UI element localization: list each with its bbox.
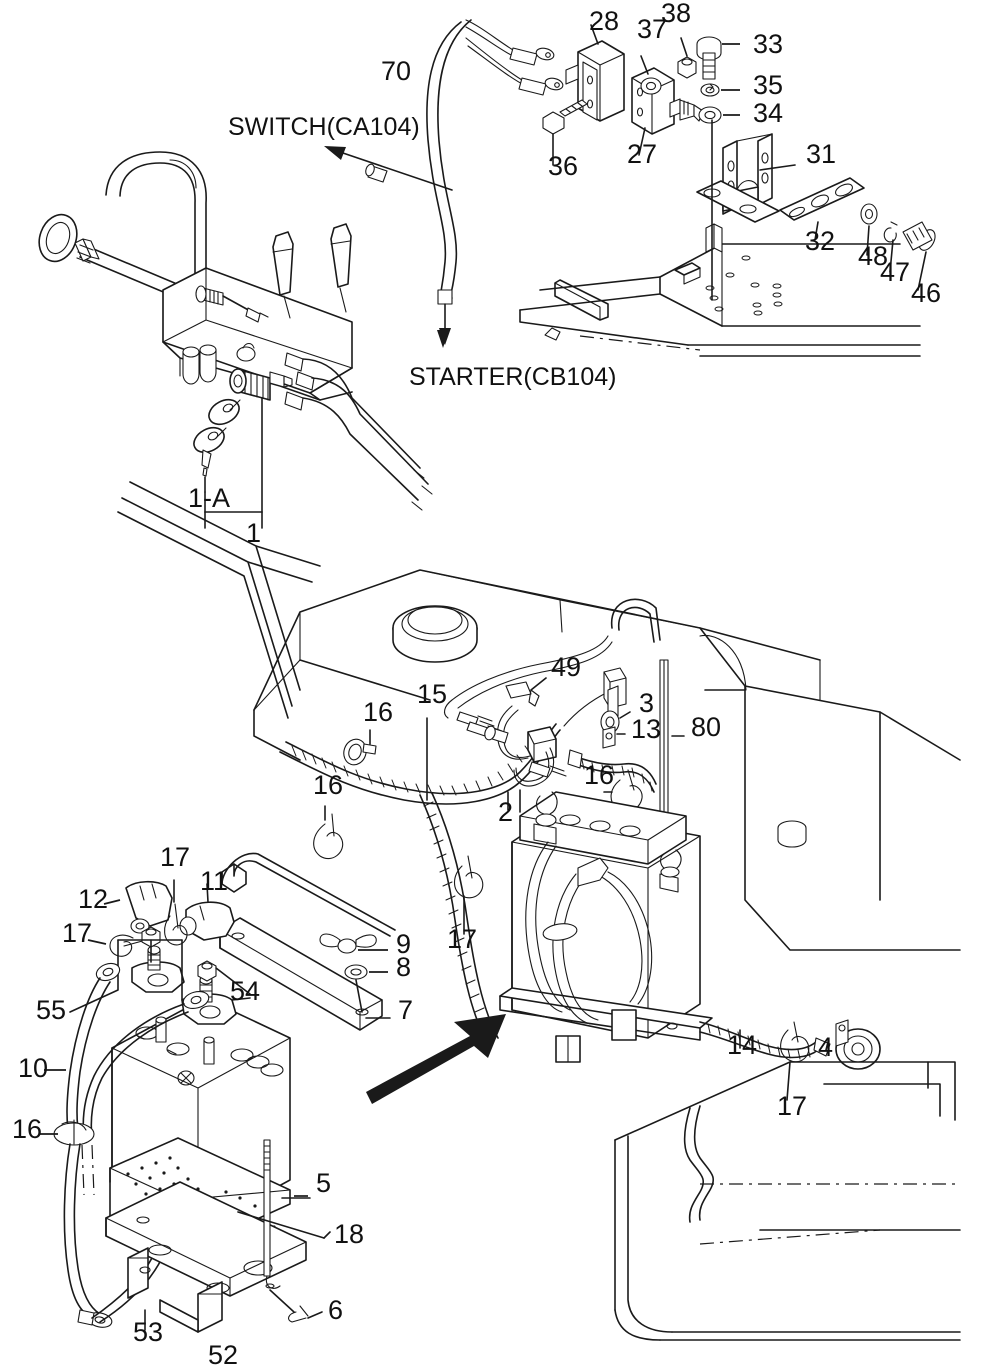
callout-35: 35 xyxy=(753,70,783,100)
callout-13: 13 xyxy=(631,714,661,744)
callout-17: 17 xyxy=(62,918,92,948)
callout-53: 53 xyxy=(133,1317,163,1347)
group-frame-rails xyxy=(117,481,321,719)
group-terminal-boots xyxy=(87,879,235,957)
group-nut-38 xyxy=(677,37,697,79)
callout-11: 11 xyxy=(200,866,228,896)
callout-70: 70 xyxy=(381,56,411,86)
group-washer-37 xyxy=(640,55,662,95)
zip-tie-17c xyxy=(453,855,484,935)
group-bracket-31 xyxy=(696,133,796,223)
callout-14: 14 xyxy=(727,1030,757,1060)
callout-80: 80 xyxy=(691,712,721,742)
callout-18: 18 xyxy=(334,1219,364,1249)
callout-28: 28 xyxy=(589,6,619,36)
group-starter-pointer xyxy=(437,330,449,348)
group-battery-box-center xyxy=(453,789,881,1101)
callout-10: 10 xyxy=(18,1053,48,1083)
battery-terminal-right xyxy=(659,849,682,893)
callout-47: 47 xyxy=(880,257,910,287)
callout-54: 54 xyxy=(230,976,260,1006)
callout-9: 9 xyxy=(396,929,411,959)
group-washer-48 xyxy=(860,203,878,256)
callout-34: 34 xyxy=(753,98,783,128)
group-console-assembly xyxy=(38,151,433,529)
callout-27: 27 xyxy=(627,139,657,169)
callout-38: 38 xyxy=(661,0,691,28)
caption-switch-ca104: SWITCH(CA104) xyxy=(228,113,420,141)
battery-terminal-left xyxy=(533,791,558,845)
callout-33: 33 xyxy=(753,29,783,59)
wing-nut-9 xyxy=(319,933,388,954)
callout-48: 48 xyxy=(858,241,888,271)
callout-16: 16 xyxy=(313,770,343,800)
callout-16: 16 xyxy=(363,697,393,727)
group-hold-down-bar xyxy=(219,852,396,1031)
callout-49: 49 xyxy=(551,652,581,682)
callout-3: 3 xyxy=(639,688,654,718)
group-battery-tray xyxy=(105,1137,331,1333)
callout-8: 8 xyxy=(396,952,411,982)
callout-1-a: 1-A xyxy=(188,483,230,513)
callout-52: 52 xyxy=(208,1340,238,1370)
callout-1: 1 xyxy=(246,518,261,548)
caption-labels: SWITCH(CA104) STARTER(CB104) xyxy=(228,113,616,391)
caption-starter-cb104: STARTER(CB104) xyxy=(409,363,616,391)
callout-31: 31 xyxy=(806,139,836,169)
callout-17: 17 xyxy=(777,1091,807,1121)
callout-36: 36 xyxy=(548,151,578,181)
group-bolt-46 xyxy=(902,221,936,291)
callout-16: 16 xyxy=(12,1114,42,1144)
callout-5: 5 xyxy=(316,1168,331,1198)
group-bolt-33 xyxy=(696,36,740,80)
group-switch-pointer xyxy=(324,146,453,191)
group-washer-35 xyxy=(700,83,740,97)
group-relay-28 xyxy=(565,24,625,122)
callout-55: 55 xyxy=(36,995,66,1025)
zip-tie-16a xyxy=(343,729,377,766)
group-machine-body-lower xyxy=(614,1061,961,1341)
group-bolt-36 xyxy=(542,99,588,166)
group-plate-32 xyxy=(779,177,865,241)
callout-2: 2 xyxy=(498,797,513,827)
callout-7: 7 xyxy=(398,995,413,1025)
callout-12: 12 xyxy=(78,884,108,914)
callout-46: 46 xyxy=(911,278,941,308)
group-fuel-tank xyxy=(253,569,961,951)
callout-17: 17 xyxy=(160,842,190,872)
callout-6: 6 xyxy=(328,1295,343,1325)
group-harness-70 xyxy=(426,19,564,345)
zip-tie-17d xyxy=(780,1021,810,1101)
group-washer-34 xyxy=(698,106,740,124)
group-chassis-plate-upper xyxy=(519,119,921,357)
callout-32: 32 xyxy=(805,226,835,256)
callout-4: 4 xyxy=(818,1032,833,1062)
assembly-direction-arrow xyxy=(366,1014,506,1104)
callout-17: 17 xyxy=(447,924,477,954)
group-clip-47 xyxy=(883,221,898,273)
callout-16: 16 xyxy=(584,760,614,790)
washer-8 xyxy=(344,964,388,1013)
horn-4 xyxy=(835,1019,881,1070)
callout-15: 15 xyxy=(417,679,447,709)
zip-tie-16b-loose xyxy=(313,805,344,860)
callout-37: 37 xyxy=(637,14,667,44)
